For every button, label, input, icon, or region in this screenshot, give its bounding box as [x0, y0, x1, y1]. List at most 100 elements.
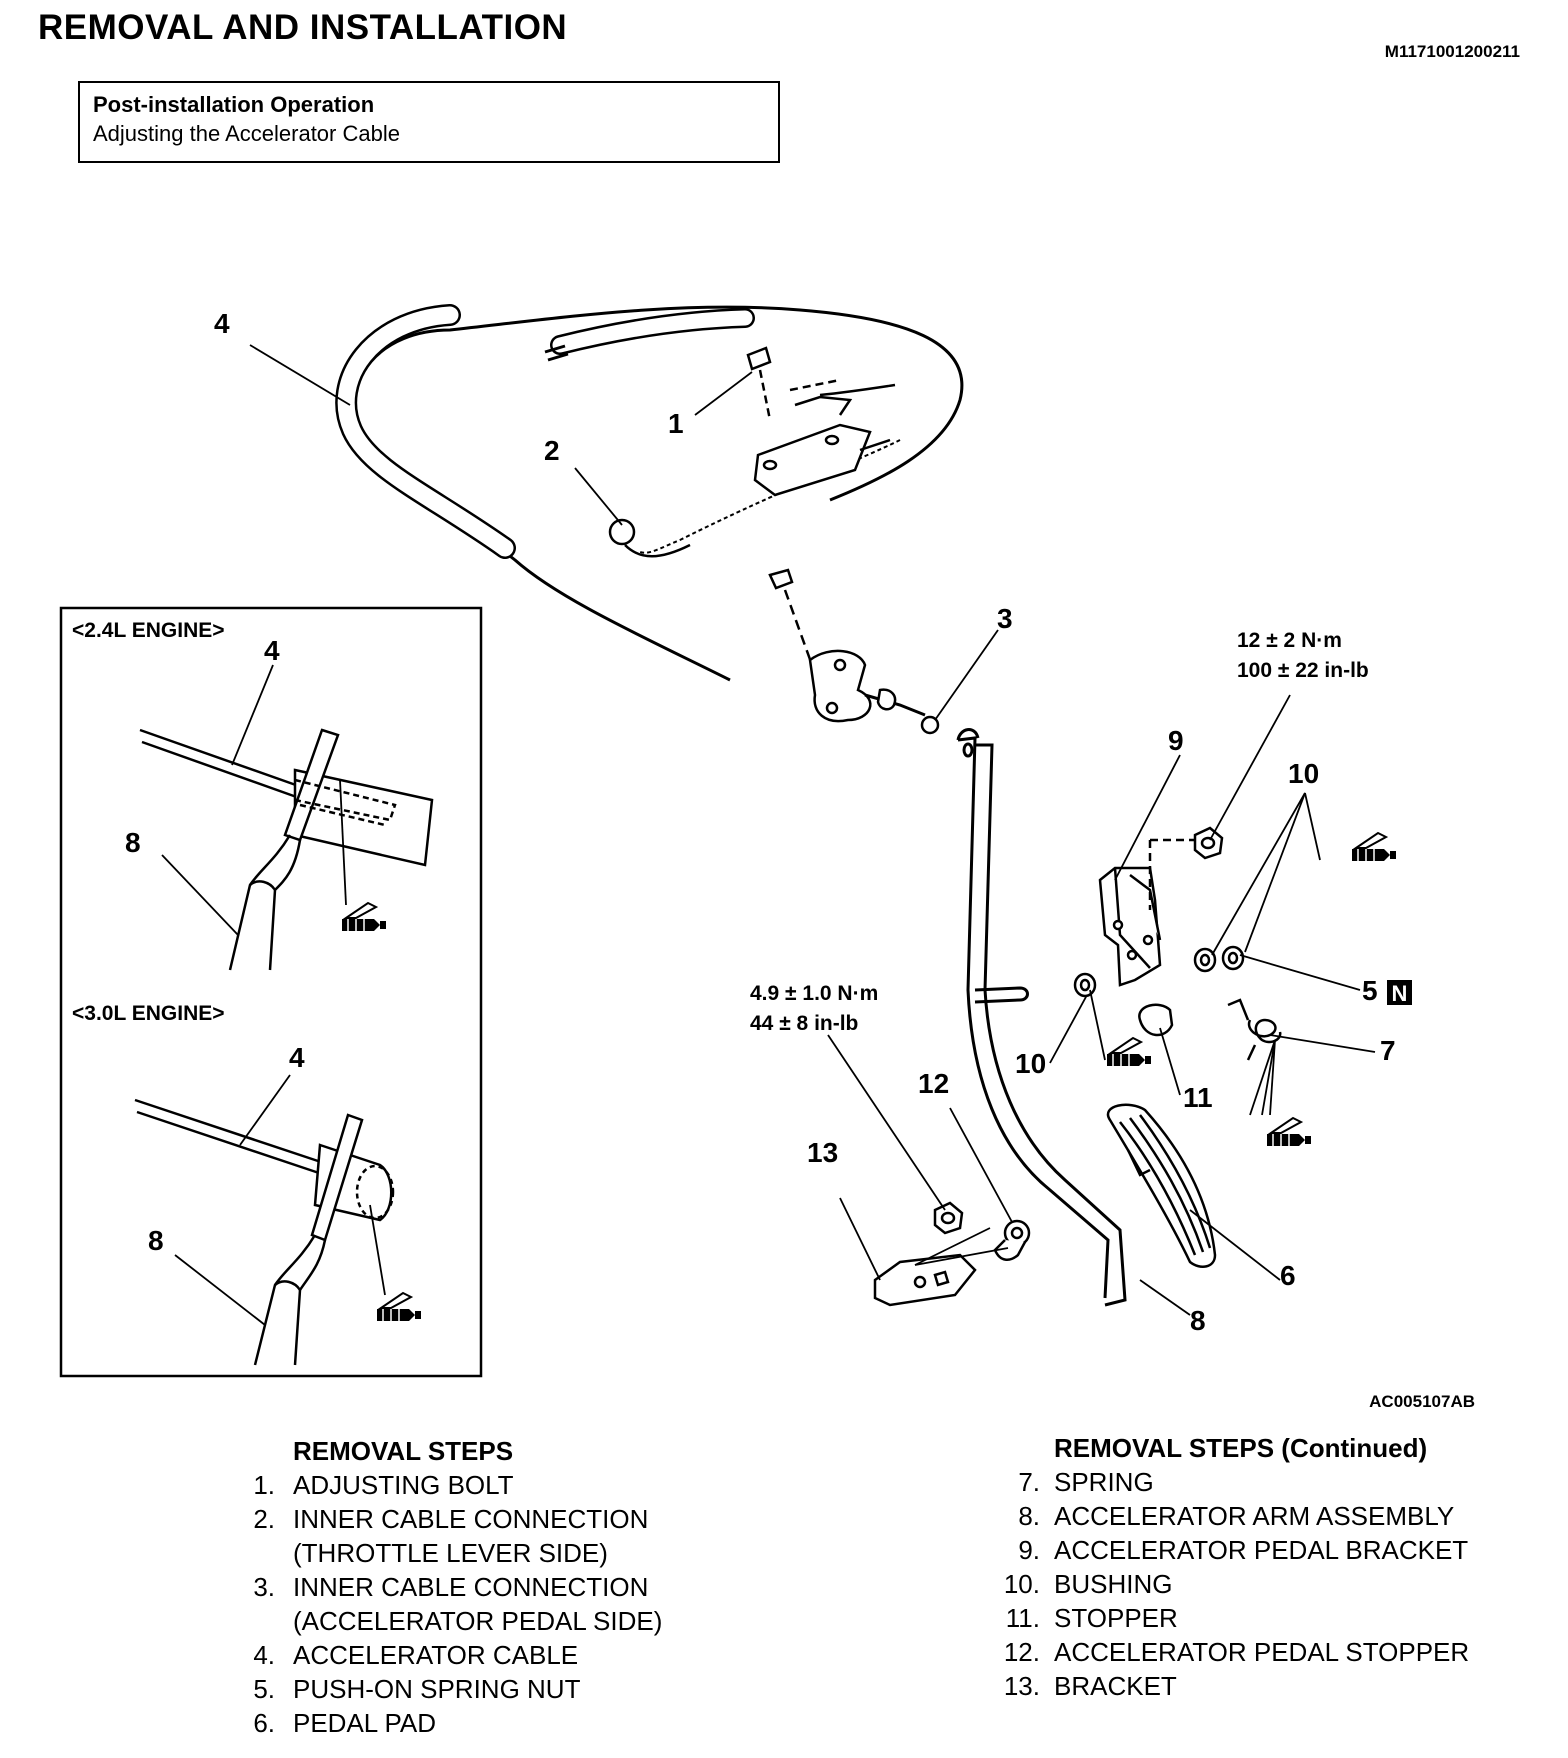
engine-variants-inset [59, 606, 483, 1378]
push-on-nut [1193, 826, 1224, 860]
step-label: BRACKET [1054, 1671, 1177, 1701]
torque-stopper-metric: 4.9 ± 1.0 N·m [750, 982, 878, 1005]
step-label: PUSH-ON SPRING NUT [293, 1674, 581, 1704]
step-number: 7. [1018, 1467, 1040, 1497]
figure-id: AC005107AB [1369, 1392, 1475, 1411]
callout-10-left: 10 [1015, 1048, 1046, 1079]
step-number: 13. [1003, 1671, 1040, 1701]
step-item: 5. PUSH-ON SPRING NUT [240, 1672, 662, 1706]
callout-2: 2 [544, 435, 560, 466]
step-item: 10. BUSHING [1000, 1567, 1469, 1601]
step-label: INNER CABLE CONNECTION [293, 1504, 649, 1534]
step-item: 6. PEDAL PAD [240, 1706, 662, 1740]
step-item: 11. STOPPER [1000, 1601, 1469, 1635]
step-item-continuation: (ACCELERATOR PEDAL SIDE) [240, 1604, 662, 1638]
step-label: ACCELERATOR ARM ASSEMBLY [1054, 1501, 1455, 1531]
step-item-continuation: (THROTTLE LEVER SIDE) [240, 1536, 662, 1570]
inset-callout-4-30l: 4 [289, 1042, 305, 1073]
step-label: BUSHING [1054, 1569, 1173, 1599]
page-title: REMOVAL AND INSTALLATION [38, 8, 568, 47]
step-label: ACCELERATOR PEDAL STOPPER [1054, 1637, 1470, 1667]
step-item: 7. SPRING [1000, 1465, 1469, 1499]
pedal-stopper [993, 1219, 1031, 1261]
step-label: PEDAL PAD [293, 1708, 437, 1738]
inner-cable-end-throttle [608, 518, 691, 558]
accelerator-cable [335, 304, 964, 682]
step-label: INNER CABLE CONNECTION [293, 1572, 649, 1602]
step-item: 8. ACCELERATOR ARM ASSEMBLY [1000, 1499, 1469, 1533]
step-number: 1. [253, 1470, 275, 1500]
inset-callout-4-24l: 4 [264, 635, 280, 666]
pedal-pad [1106, 1103, 1217, 1268]
step-number: 6. [253, 1708, 275, 1738]
callout-10-right: 10 [1288, 758, 1319, 789]
step-label: (ACCELERATOR PEDAL SIDE) [293, 1606, 663, 1636]
removal-steps-heading: REMOVAL STEPS [293, 1436, 514, 1466]
step-item: 2. INNER CABLE CONNECTION [240, 1502, 662, 1536]
torque-stopper-imperial: 44 ± 8 in-lb [750, 1012, 858, 1035]
adjusting-bolt [746, 346, 841, 421]
step-number: 9. [1018, 1535, 1040, 1565]
step-number: 5. [253, 1674, 275, 1704]
step-label: ACCELERATOR CABLE [293, 1640, 579, 1670]
inset-24l-drawing [139, 728, 434, 971]
inset-label-30l: <3.0L ENGINE> [72, 1002, 225, 1025]
stopper-nut [933, 1201, 964, 1235]
callout-7: 7 [1380, 1035, 1396, 1066]
inset-label-24l: <2.4L ENGINE> [72, 619, 225, 642]
step-number: 12. [1003, 1637, 1040, 1667]
step-item: 13. BRACKET [1000, 1669, 1469, 1703]
callout-11: 11 [1183, 1082, 1213, 1113]
new-part-badge-label: N [1392, 981, 1408, 1006]
step-number: 10. [1003, 1569, 1040, 1599]
step-item: 9. ACCELERATOR PEDAL BRACKET [1000, 1533, 1469, 1567]
callout-13: 13 [807, 1137, 838, 1168]
step-item: 4. ACCELERATOR CABLE [240, 1638, 662, 1672]
post-installation-box: Post-installation Operation Adjusting th… [78, 81, 780, 163]
step-label: ACCELERATOR PEDAL BRACKET [1054, 1535, 1469, 1565]
step-item: 3. INNER CABLE CONNECTION [240, 1570, 662, 1604]
callout-8: 8 [1190, 1305, 1206, 1336]
step-number: 2. [253, 1504, 275, 1534]
removal-steps-continued-heading: REMOVAL STEPS (Continued) [1054, 1433, 1428, 1463]
torque-nut-metric: 12 ± 2 N·m [1237, 629, 1342, 652]
callout-1: 1 [668, 408, 684, 439]
document-id: M1171001200211 [1384, 42, 1520, 61]
pedal-bracket [1098, 838, 1195, 987]
step-number: 4. [253, 1640, 275, 1670]
callout-4: 4 [214, 308, 230, 339]
spring [1227, 998, 1282, 1061]
removal-steps-continued-list: REMOVAL STEPS (Continued) 7. SPRING 8. ACCE… [1000, 1431, 1469, 1703]
new-part-badge [1387, 980, 1412, 1005]
step-label: (THROTTLE LEVER SIDE) [293, 1538, 608, 1568]
inset-30l-drawing [134, 1098, 395, 1366]
step-label: ADJUSTING BOLT [293, 1470, 514, 1500]
callout-9: 9 [1168, 725, 1184, 756]
step-item: 12. ACCELERATOR PEDAL STOPPER [1000, 1635, 1469, 1669]
post-installation-item: Adjusting the Accelerator Cable [93, 121, 400, 146]
inset-callout-8-24l: 8 [125, 827, 141, 858]
step-item: 1. ADJUSTING BOLT [240, 1468, 662, 1502]
post-installation-heading: Post-installation Operation [93, 92, 375, 117]
callout-12: 12 [918, 1068, 949, 1099]
step-number [240, 1604, 275, 1638]
step-number: 8. [1018, 1501, 1040, 1531]
leader-lines [249, 344, 1376, 1316]
step-label: SPRING [1054, 1467, 1154, 1497]
accelerator-arm [956, 728, 1127, 1307]
step-number: 3. [253, 1572, 275, 1602]
inset-callout-8-30l: 8 [148, 1225, 164, 1256]
torque-nut-imperial: 100 ± 22 in-lb [1237, 659, 1369, 682]
callout-3: 3 [997, 603, 1013, 634]
cable-pedal-connector [768, 568, 940, 735]
step-number [240, 1536, 275, 1570]
removal-steps-list: REMOVAL STEPS 1. ADJUSTING BOLT 2. INNER CA… [240, 1434, 662, 1740]
throttle-lever-bracket [753, 383, 896, 497]
callout-6: 6 [1280, 1260, 1296, 1291]
step-label: STOPPER [1054, 1603, 1178, 1633]
callout-5: 5 [1362, 975, 1378, 1006]
stopper [1138, 1003, 1174, 1037]
step-number: 11. [1005, 1603, 1040, 1633]
stopper-bracket [873, 1253, 977, 1307]
